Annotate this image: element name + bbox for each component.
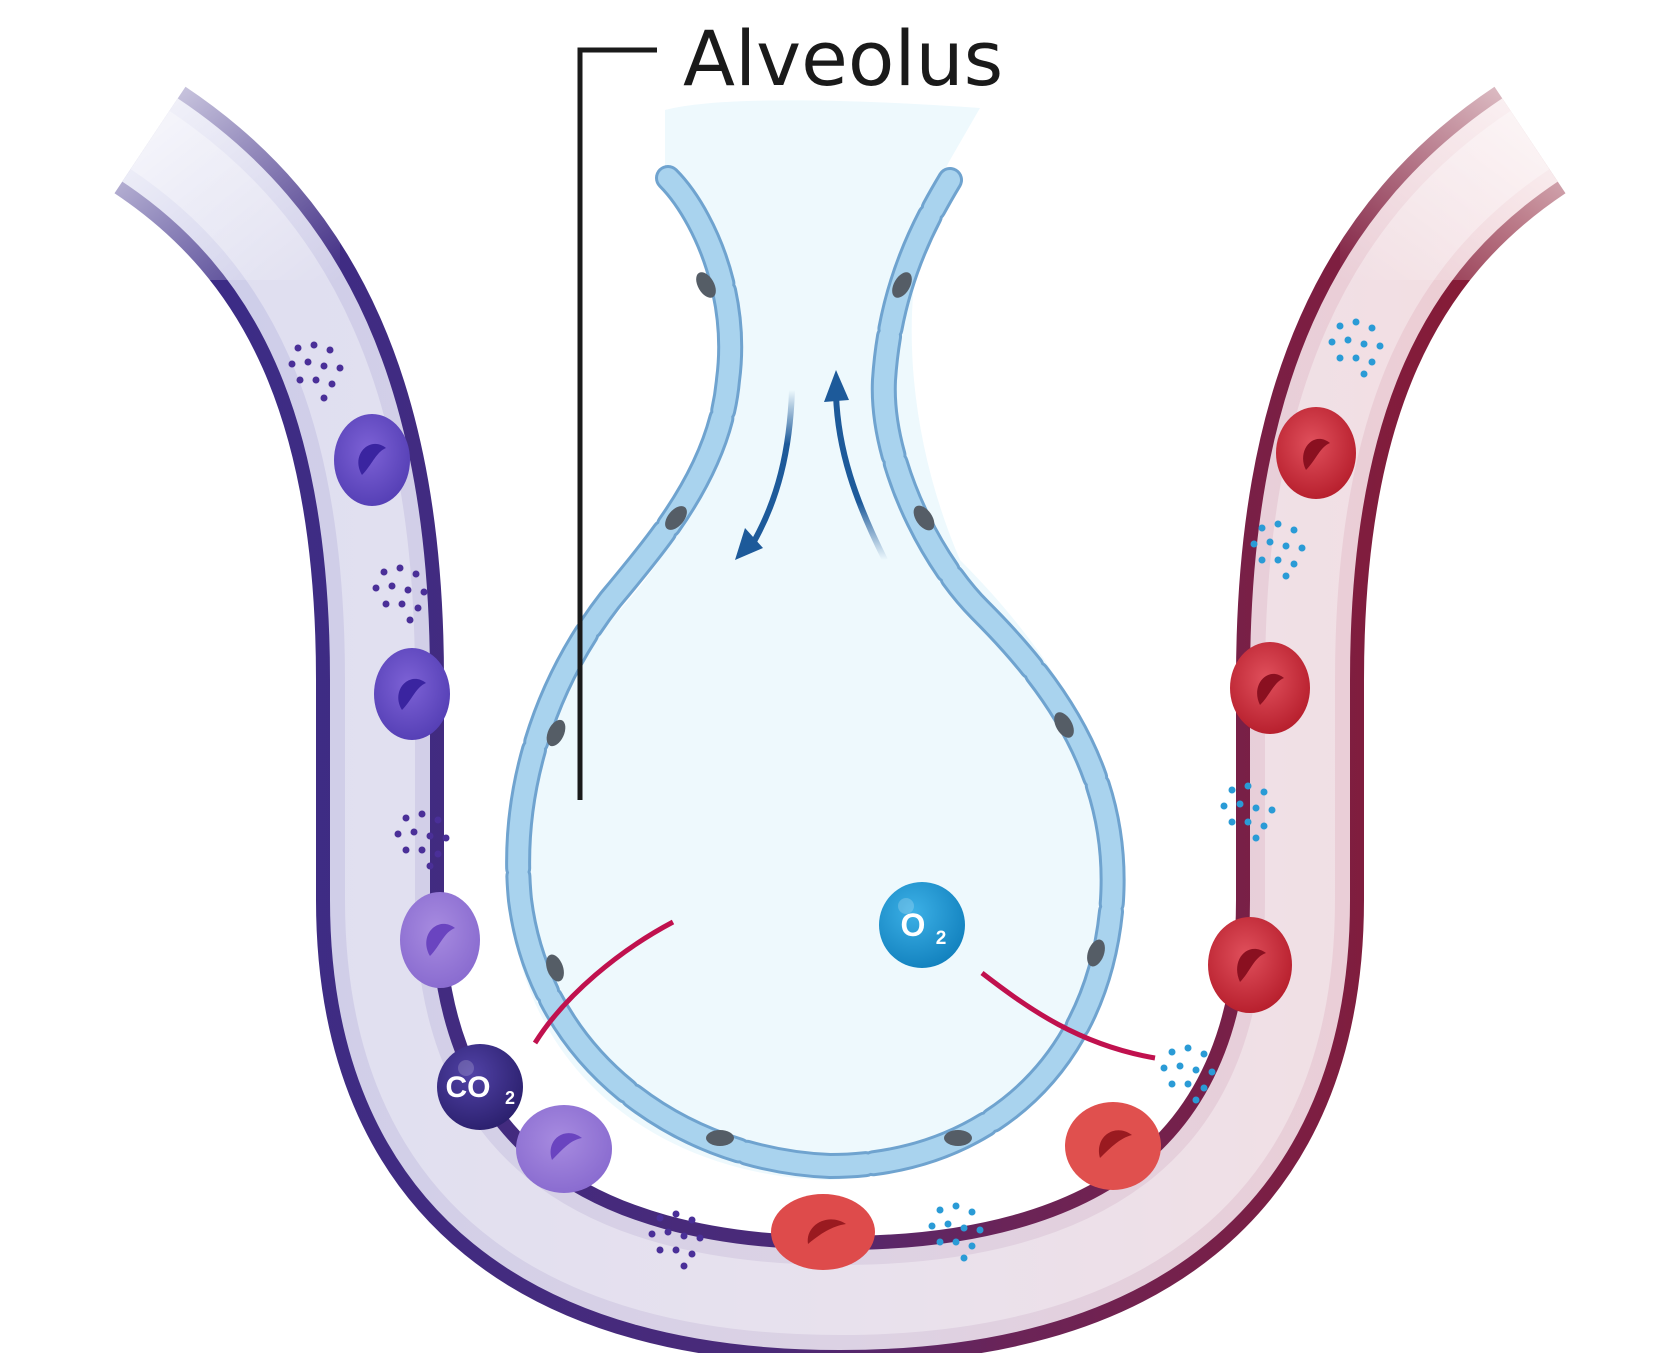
alveolus-label: Alveolus [577, 14, 1003, 800]
co2-subscript: 2 [505, 1088, 515, 1108]
o2-dot-cluster [1328, 318, 1384, 378]
alveolus-title: Alveolus [683, 14, 1003, 103]
o2-main-text: O [901, 907, 926, 943]
svg-text:2: 2 [936, 928, 947, 949]
epithelial-cell-nuclei [546, 272, 1105, 1146]
red-blood-cell-icon [1065, 1102, 1161, 1190]
red-blood-cell-icon [1208, 917, 1292, 1013]
svg-text:Alveolus: Alveolus [683, 14, 1003, 103]
o2-dot-cluster [1220, 782, 1276, 842]
o2-diffusion-path [980, 971, 1156, 1061]
co2-dot-cluster [288, 341, 344, 402]
diffusion-paths [532, 919, 1156, 1061]
co2-main-text: CO [446, 1071, 491, 1104]
o2-subscript: 2 [936, 928, 947, 949]
o2-dot-cluster [928, 1202, 984, 1262]
co2-dot-cluster [648, 1210, 704, 1270]
vessel-fade-left [60, 60, 340, 280]
red-blood-cell-icon [334, 414, 410, 506]
red-blood-cell-icon [400, 892, 480, 988]
svg-text:CO: CO [446, 1071, 491, 1104]
airflow-out-arrow-icon [824, 370, 888, 562]
red-blood-cell-icon [1276, 407, 1356, 499]
o2-molecule-icon: O 2 [879, 882, 965, 968]
red-blood-cell-icon [771, 1194, 875, 1270]
co2-diffusion-path [532, 919, 675, 1045]
red-blood-cell-icon [516, 1105, 612, 1193]
blood-contents [288, 318, 1384, 1270]
red-blood-cell-icon [1230, 642, 1310, 734]
vessel-fade-right [1340, 60, 1640, 280]
o2-dot-cluster [1160, 1044, 1216, 1104]
svg-text:O: O [901, 907, 926, 943]
co2-dot-cluster [394, 810, 450, 870]
svg-text:2: 2 [505, 1088, 515, 1108]
alveolus [505, 100, 1126, 1181]
co2-dot-cluster [372, 564, 428, 624]
o2-dot-cluster [1250, 520, 1306, 580]
label-leader-line [577, 47, 657, 800]
alveolus-airspace [514, 100, 1121, 1181]
airflow-in-arrow-icon [735, 389, 795, 560]
red-blood-cell-icon [374, 648, 450, 740]
co2-molecule-icon: CO 2 [437, 1044, 523, 1130]
